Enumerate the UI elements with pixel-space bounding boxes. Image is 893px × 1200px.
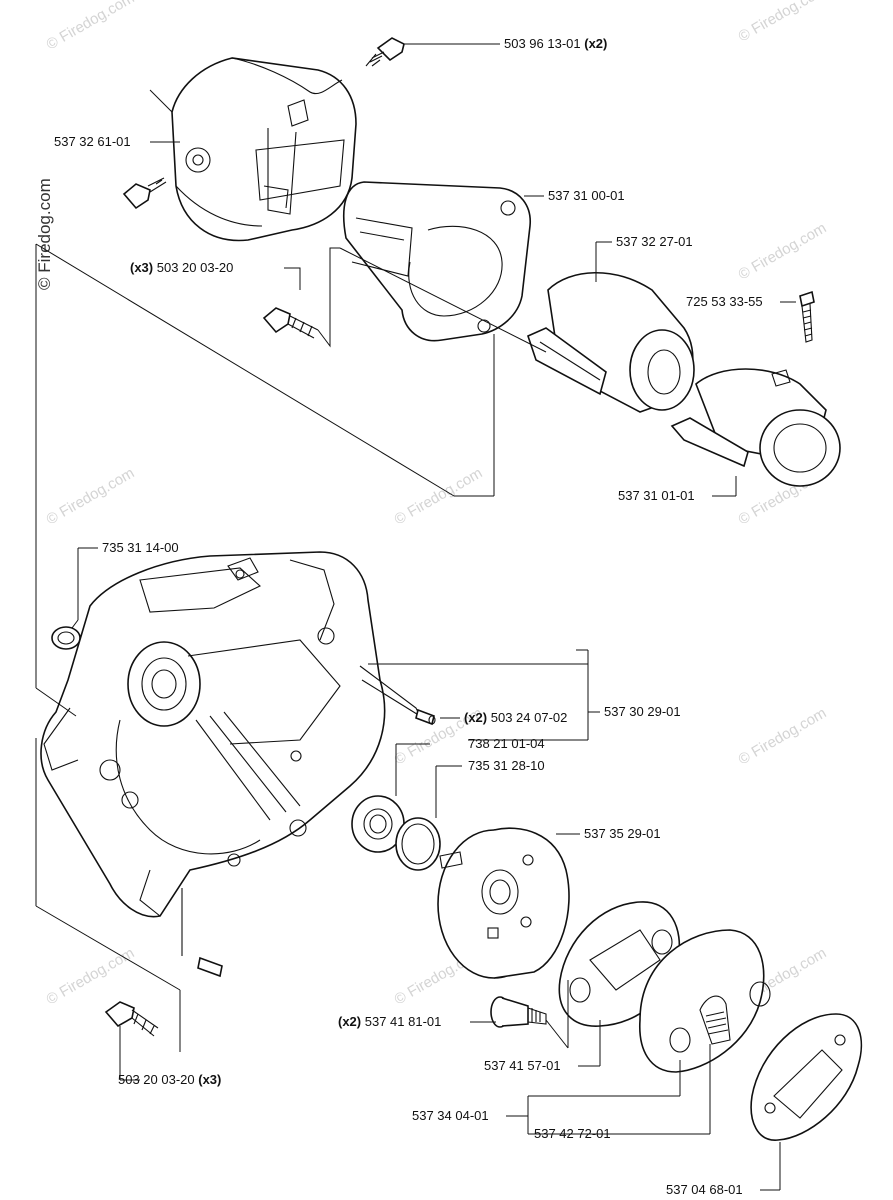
watermark: © Firedog.com — [44, 0, 138, 53]
housing-drawing — [342, 181, 531, 342]
part-label: 537 41 57-01 — [484, 1058, 561, 1073]
part-label: 537 31 01-01 — [618, 488, 695, 503]
bottom-pin-drawing — [181, 888, 223, 978]
o-ring-drawing — [51, 626, 81, 650]
watermark: © Firedog.com — [44, 464, 138, 528]
watermark: © Firedog.com — [736, 219, 830, 283]
part-label: 537 04 68-01 — [666, 1182, 743, 1197]
part-label: 537 35 29-01 — [584, 826, 661, 841]
part-label: 537 42 72-01 — [534, 1126, 611, 1141]
bottom-screw-drawing — [104, 1001, 159, 1037]
washer-plate-drawing — [750, 1013, 863, 1141]
screw-top-drawing — [365, 37, 405, 67]
part-label: 537 30 29-01 — [604, 704, 681, 719]
clutch-shoes-drawing — [639, 929, 771, 1073]
part-label: 537 32 27-01 — [616, 234, 693, 249]
housing-screw-drawing — [262, 307, 319, 339]
crankcase-drawing — [40, 551, 422, 918]
clamp-drawing — [670, 368, 841, 487]
part-label: 725 53 33-55 — [686, 294, 763, 309]
part-label: 503 96 13-01 (x2) — [504, 36, 607, 51]
part-label: (x2) 503 24 07-02 — [464, 710, 567, 725]
part-label: 735 31 14-00 — [102, 540, 179, 555]
part-label: 503 20 03-20 (x3) — [118, 1072, 221, 1087]
watermark-main: © Firedog.com — [35, 178, 54, 290]
pin-drawing — [415, 708, 436, 726]
part-label: 537 31 00-01 — [548, 188, 625, 203]
clutch-drum-drawing — [437, 827, 570, 979]
part-label: 537 34 04-01 — [412, 1108, 489, 1123]
part-label: 537 32 61-01 — [54, 134, 131, 149]
small-screw-drawing — [799, 290, 815, 343]
cylinder-drawing — [527, 272, 695, 413]
watermark: © Firedog.com — [736, 704, 830, 768]
seal-ring-drawing — [395, 817, 441, 871]
part-label: (x3) 503 20 03-20 — [130, 260, 233, 275]
watermark: © Firedog.com — [736, 0, 830, 45]
part-label: 738 21 01-04 — [468, 736, 545, 751]
leader-lines — [35, 43, 796, 1191]
cover-screw-drawing — [122, 177, 167, 210]
shoulder-screw-drawing — [490, 996, 547, 1028]
cover-drawing — [171, 57, 357, 242]
part-label: (x2) 537 41 81-01 — [338, 1014, 441, 1029]
part-labels: 503 96 13-01 (x2) 537 32 61-01 537 31 00… — [54, 36, 763, 1197]
part-label: 735 31 28-10 — [468, 758, 545, 773]
watermark: © Firedog.com — [44, 944, 138, 1008]
